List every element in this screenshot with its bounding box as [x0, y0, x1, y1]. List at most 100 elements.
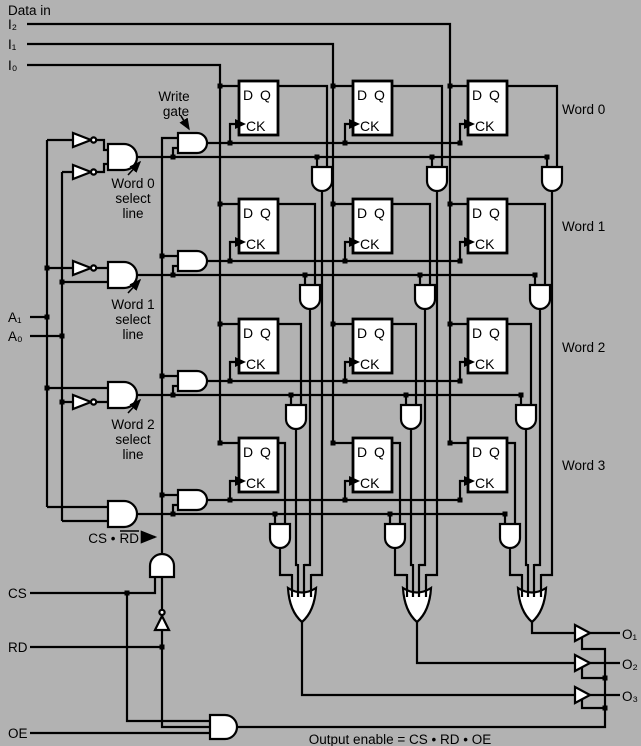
output-or-gates — [286, 564, 548, 624]
word2-select-arrow — [127, 398, 142, 414]
rd-inverter-icon — [153, 613, 171, 632]
address-decoder — [71, 131, 139, 529]
input-label-rd: RD — [8, 640, 28, 655]
flipflop-array — [235, 79, 509, 494]
read-and-gate-icon — [268, 522, 292, 550]
read-gates — [268, 165, 564, 550]
input-label-i2: I₂ — [8, 17, 17, 32]
or-gate-icon — [516, 585, 548, 624]
word1-select-arrow — [127, 278, 142, 294]
ff-ck-label: CK — [246, 118, 266, 134]
write-enable-and-gate-icon — [148, 552, 176, 579]
or-input-stubs — [290, 564, 543, 597]
dff-word2-bit1 — [351, 317, 394, 375]
output-buffer-icon — [573, 653, 593, 673]
word0-select-annotation: select — [115, 191, 151, 206]
read-and-gate-icon — [310, 165, 334, 193]
ff-q-label: Q — [489, 87, 500, 103]
read-and-gate-icon — [413, 283, 437, 311]
output-buffer-icon — [573, 623, 593, 643]
ff-d-label: D — [243, 444, 253, 460]
inverter-bubble-icon — [89, 264, 98, 272]
ff-q-label: Q — [260, 205, 271, 221]
ff-d-label: D — [357, 444, 367, 460]
annotation-arrows — [120, 115, 190, 544]
word1-write-and-gate-icon — [176, 249, 209, 273]
ff-ck-label: CK — [475, 236, 495, 252]
word0-select-arrow — [127, 160, 142, 176]
input-label-a0: A₀ — [8, 329, 23, 344]
ff-d-label: D — [472, 87, 482, 103]
read-and-gate-icon — [540, 165, 564, 193]
ff-ck-label: CK — [360, 118, 380, 134]
page-title: Data in — [8, 3, 51, 18]
ff-q-label: Q — [374, 87, 385, 103]
write-enable-rd: RD — [120, 531, 140, 546]
ff-ck-label: CK — [246, 236, 266, 252]
word3-decoder-and-gate-icon — [106, 499, 139, 529]
word2-decoder-and-gate-icon — [106, 380, 139, 410]
word1-select-annotation: line — [122, 327, 143, 342]
output-enable-and-gate-icon — [208, 713, 239, 741]
word2-select-annotation: Word 2 — [111, 417, 154, 432]
dff-word2-bit2 — [466, 317, 509, 375]
word3-label: Word 3 — [562, 458, 605, 473]
inverter-icon — [71, 393, 95, 411]
write-enable-prefix: CS • — [88, 531, 116, 546]
ff-d-label: D — [472, 205, 482, 221]
ff-q-label: Q — [489, 444, 500, 460]
word1-label: Word 1 — [562, 219, 605, 234]
output-buffer-icon — [573, 685, 593, 705]
ff-ck-label: CK — [360, 475, 380, 491]
ff-q-label: Q — [489, 205, 500, 221]
labels: Data in I₂ I₁ I₀ A₁ A₀ CS RD OE O₁ O₂ O₃… — [8, 3, 638, 746]
write-gates — [176, 131, 209, 512]
wire-layer — [27, 22, 620, 735]
inverter-icon — [71, 259, 95, 277]
write-gate-annotation: gate — [163, 104, 189, 119]
rd-inverter-bubble-icon — [158, 608, 166, 617]
dff-word1-bit2 — [466, 197, 509, 255]
input-label-a1: A₁ — [8, 310, 22, 325]
word2-select-annotation: line — [122, 447, 143, 462]
write-gate-arrow — [179, 115, 190, 131]
word1-decoder-and-gate-icon — [106, 260, 139, 290]
inverter-bubble-icon — [89, 136, 98, 144]
word0-write-and-gate-icon — [176, 131, 209, 155]
ff-q-label: Q — [489, 325, 500, 341]
ff-d-label: D — [357, 205, 367, 221]
control-logic — [148, 552, 239, 741]
dff-word3-bit2 — [466, 436, 509, 494]
ff-q-label: Q — [374, 205, 385, 221]
read-and-gate-icon — [399, 403, 423, 431]
ff-d-label: D — [357, 87, 367, 103]
dff-word1-bit0 — [237, 197, 280, 255]
dff-word0-bit1 — [351, 79, 394, 137]
read-and-gate-icon — [298, 283, 322, 311]
ff-q-label: Q — [374, 325, 385, 341]
word0-label: Word 0 — [562, 102, 605, 117]
ff-d-label: D — [243, 205, 253, 221]
read-and-gate-icon — [383, 522, 407, 550]
ff-d-label: D — [472, 444, 482, 460]
word0-select-annotation: Word 0 — [111, 176, 154, 191]
read-and-gate-icon — [498, 522, 522, 550]
read-and-gate-icon — [425, 165, 449, 193]
word2-write-and-gate-icon — [176, 369, 209, 393]
read-and-gate-icon — [528, 283, 552, 311]
ff-ck-label: CK — [360, 236, 380, 252]
ff-d-label: D — [472, 325, 482, 341]
dff-word3-bit1 — [351, 436, 394, 494]
input-label-i1: I₁ — [8, 37, 17, 52]
ff-ck-label: CK — [475, 356, 495, 372]
read-and-gate-icon — [514, 403, 538, 431]
ff-ck-label: CK — [246, 475, 266, 491]
word2-select-annotation: select — [115, 432, 151, 447]
output-buffers — [573, 623, 593, 705]
dff-word0-bit2 — [466, 79, 509, 137]
wire-network — [27, 22, 620, 735]
output-label-o3: O₃ — [622, 689, 638, 704]
